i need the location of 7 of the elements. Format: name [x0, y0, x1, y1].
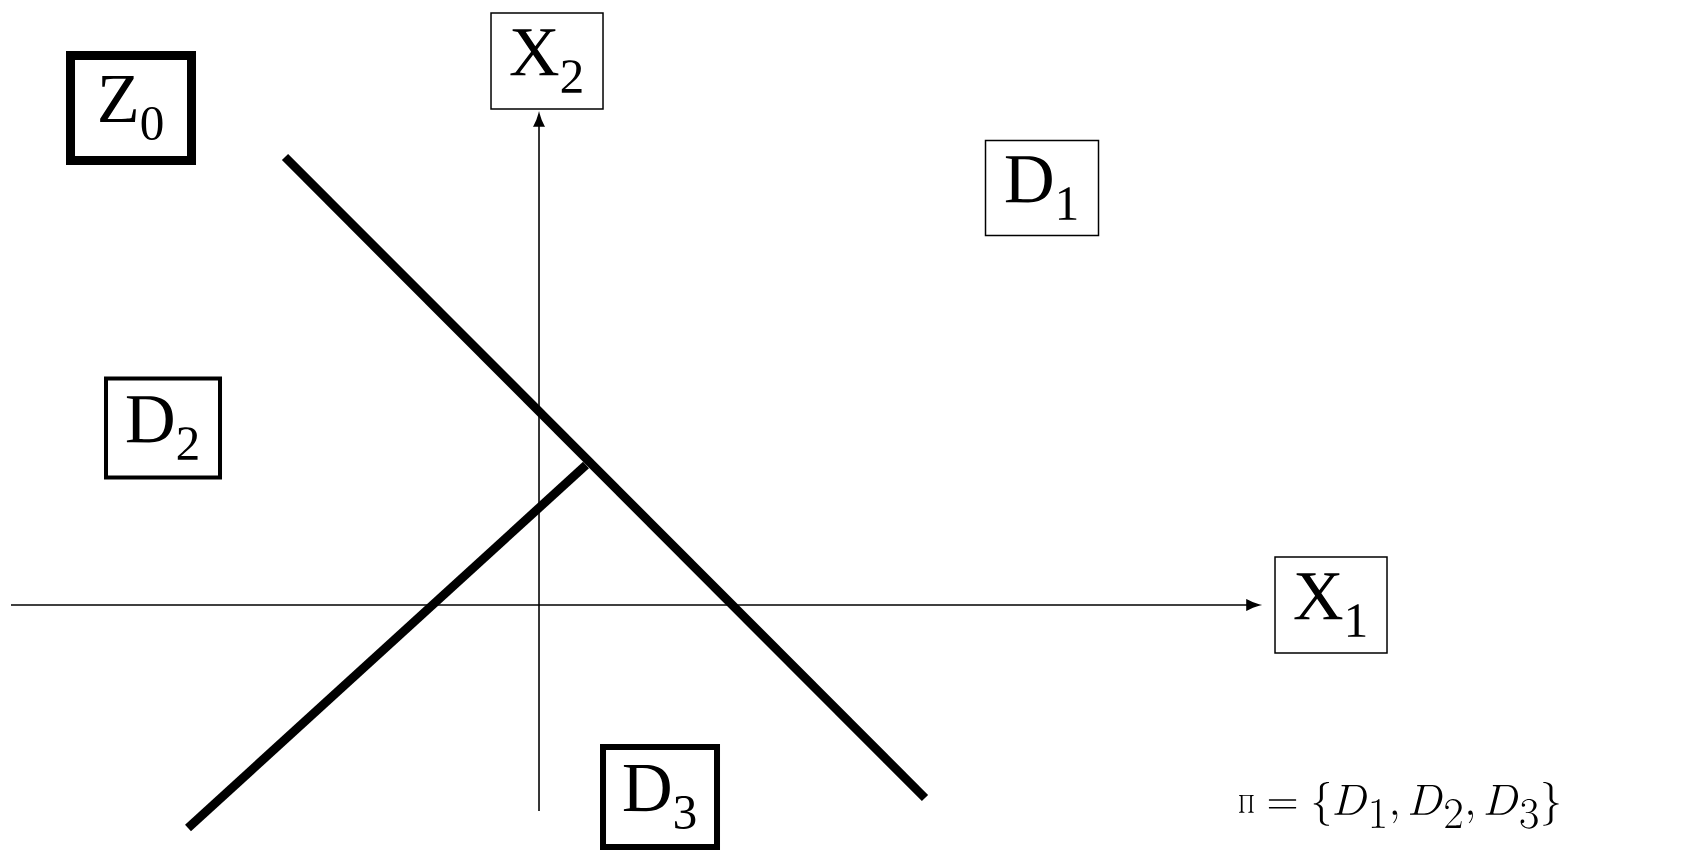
label-box: D$_{2}$: [104, 376, 222, 480]
label-box: D$_{1}$: [984, 139, 1100, 237]
label-box: D$_{3}$: [600, 744, 720, 850]
formula: $\prod = \{D_1, D_2, D_3\}$: [1239, 782, 1559, 829]
label-box: X$_{2}$: [490, 12, 604, 110]
label-box: Z$_{0}$: [66, 51, 196, 165]
label-box: X$_{1}$: [1274, 556, 1388, 654]
